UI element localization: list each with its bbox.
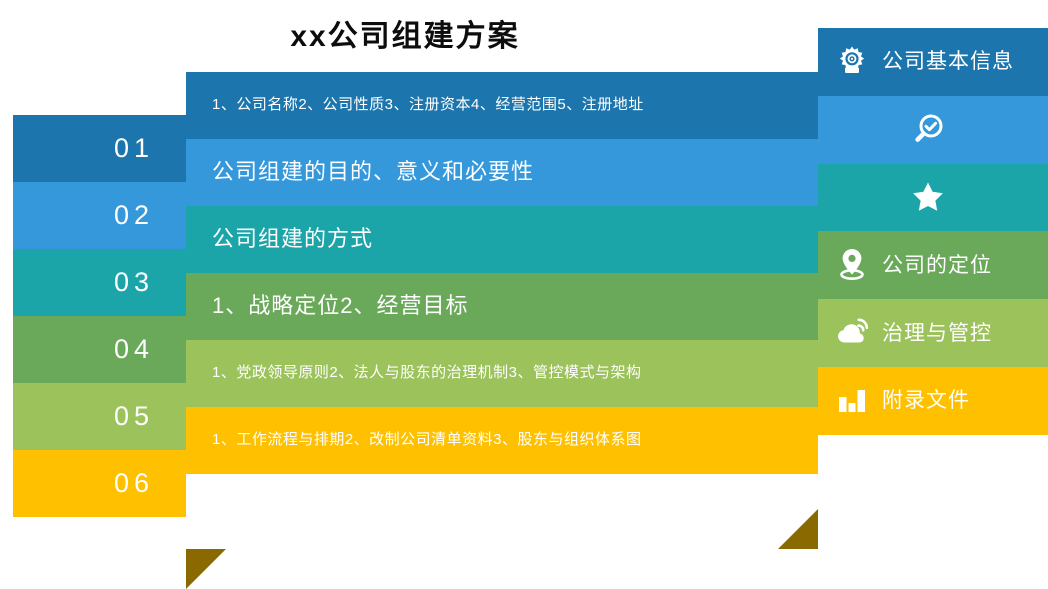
number-block-02[interactable]: 02: [13, 182, 186, 249]
sidebar-item-label: 公司的定位: [882, 253, 992, 277]
content-bar-4[interactable]: 1、战略定位2、经营目标: [186, 273, 818, 340]
content-bar-list: 1、公司名称2、公司性质3、注册资本4、经营范围5、注册地址 公司组建的目的、意…: [186, 72, 818, 589]
number-label: 03: [113, 267, 154, 297]
content-bar-text: 1、工作流程与排期2、改制公司清单资料3、股东与组织体系图: [212, 431, 642, 449]
number-label: 01: [113, 133, 154, 163]
sidebar-item-label: 治理与管控: [882, 321, 992, 345]
sidebar-item-star[interactable]: [818, 163, 1048, 232]
content-bar-3[interactable]: 公司组建的方式: [186, 206, 818, 273]
content-bar-2[interactable]: 公司组建的目的、意义和必要性: [186, 139, 818, 206]
content-bar-text: 1、公司名称2、公司性质3、注册资本4、经营范围5、注册地址: [212, 96, 644, 114]
sidebar-item-label: 公司基本信息: [882, 50, 1014, 74]
number-label: 05: [113, 401, 154, 431]
sidebar-item-company-position[interactable]: 公司的定位: [818, 231, 1048, 300]
star-icon: [908, 177, 948, 217]
number-block-03[interactable]: 03: [13, 249, 186, 316]
number-label: 06: [113, 468, 154, 498]
sidebar-item-governance-control[interactable]: 治理与管控: [818, 299, 1048, 367]
fold-triangle-right-icon: [778, 509, 818, 549]
content-bar-5[interactable]: 1、党政领导原则2、法人与股东的治理机制3、管控模式与架构: [186, 340, 818, 407]
number-column: 01 02 03 04 05 06: [13, 115, 186, 517]
fold-triangle-left-icon: [186, 549, 226, 589]
number-block-01[interactable]: 01: [13, 115, 186, 182]
content-bar-text: 公司组建的目的、意义和必要性: [212, 159, 535, 185]
sidebar: 公司基本信息 公司的定位: [818, 28, 1048, 435]
content-bar-text: 1、战略定位2、经营目标: [212, 293, 469, 319]
content-bar-text: 公司组建的方式: [212, 226, 374, 252]
page-title: xx公司组建方案: [290, 20, 520, 53]
number-block-04[interactable]: 04: [13, 316, 186, 383]
sidebar-item-search-check[interactable]: [818, 95, 1048, 164]
sidebar-item-appendix-files[interactable]: 附录文件: [818, 367, 1048, 435]
content-bar-1[interactable]: 1、公司名称2、公司性质3、注册资本4、经营范围5、注册地址: [186, 72, 818, 139]
location-pin-icon: [832, 245, 872, 285]
number-label: 02: [113, 200, 154, 230]
number-block-05[interactable]: 05: [13, 383, 186, 450]
bar-chart-icon: [832, 381, 872, 421]
sidebar-item-label: 附录文件: [882, 389, 970, 413]
sidebar-item-company-basic-info[interactable]: 公司基本信息: [818, 28, 1048, 96]
cloud-signal-icon: [832, 313, 872, 353]
number-block-06[interactable]: 06: [13, 450, 186, 517]
number-label: 04: [113, 334, 154, 364]
gear-icon: [832, 42, 872, 82]
content-bar-6[interactable]: 1、工作流程与排期2、改制公司清单资料3、股东与组织体系图: [186, 407, 818, 474]
content-bar-text: 1、党政领导原则2、法人与股东的治理机制3、管控模式与架构: [212, 364, 642, 382]
search-check-icon: [908, 110, 948, 150]
